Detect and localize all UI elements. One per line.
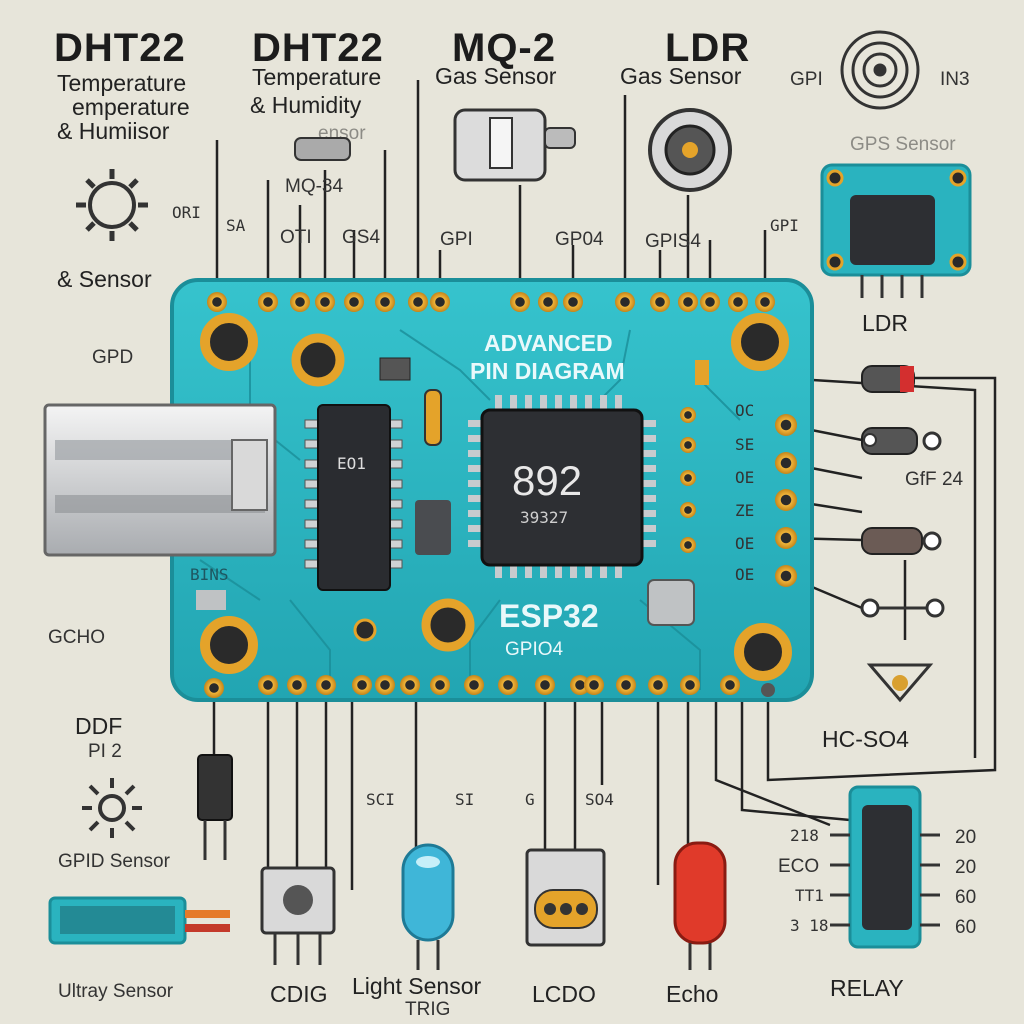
left-gcho-label: GCHO (48, 627, 105, 648)
header-subtitle-line-2b: & Humidity (250, 92, 362, 118)
board-right-pin-1: OC (735, 401, 755, 420)
esp32-sublabel: GPIO4 (505, 639, 564, 660)
ultray-sensor-label: Ultray Sensor (58, 981, 174, 1002)
header-subtitle-2: Temperature (252, 64, 382, 90)
top-pin-row (207, 292, 775, 312)
board-right-pin-4: ZE (735, 501, 755, 520)
hc-so4-label: HC-SO4 (822, 726, 909, 752)
left-gpid-sensor-label: GPID Sensor (58, 851, 170, 872)
bottom-pin-row (204, 675, 775, 698)
pin-label-gpi-b: GPI (770, 216, 799, 235)
left-pi2-label: PI 2 (88, 741, 122, 762)
board-gpio-label-1: GP04 (555, 229, 604, 250)
top-right-gpi: GPI (790, 69, 823, 90)
ldr-sensor-graphic (648, 108, 732, 192)
relay-left-pin-2: ECO (778, 856, 820, 877)
left-chip-label: EO1 (337, 454, 366, 473)
esp32-label: ESP32 (499, 598, 599, 634)
board-right-pads (680, 407, 797, 587)
main-chip (468, 395, 656, 578)
mounting-holes (200, 313, 792, 681)
bottom-pin-g: G (525, 790, 535, 809)
small-board-components (196, 357, 709, 642)
caption-cdig: CDIG (270, 981, 328, 1007)
header-subtitle-line-3a: & Humiisor (57, 118, 170, 144)
relay-module-graphic (830, 785, 940, 949)
header-subtitle-line-2a: emperature (72, 94, 190, 120)
top-right-in3: IN3 (940, 69, 970, 90)
bottom-components (48, 754, 727, 970)
caption-relay: RELAY (830, 975, 904, 1001)
pin-label-ori: ORI (172, 203, 201, 222)
ldr-module-label: LDR (862, 310, 909, 336)
left-dip-chip (304, 404, 403, 591)
relay-right-pin-1: 20 (955, 827, 977, 848)
relay-left-pin-3: TT1 (795, 886, 824, 905)
spiral-sensor-icon (840, 30, 920, 110)
relay-right-pin-2: 20 (955, 857, 977, 878)
top-right-faint-label: GPS Sensor (850, 134, 956, 155)
header-subtitle-line-3b: ensor (318, 123, 366, 144)
left-gpd-label: GPD (92, 347, 134, 368)
right-components (860, 365, 945, 703)
board-bins-label: BINS (190, 565, 229, 584)
usb-connector (43, 403, 277, 557)
relay-left-pin-1: 218 (790, 826, 819, 845)
left-ddf-label: DDF (75, 713, 123, 739)
mq2-sensor-graphic (294, 108, 576, 182)
board-title-pin-diagram: PIN DIAGRAM (470, 358, 625, 384)
header-subtitle-3: Gas Sensor (435, 63, 557, 89)
right-glo-label: GfF 24 (905, 469, 964, 490)
header-subtitle-1: Temperature (57, 70, 187, 96)
board-right-pin-3: OE (735, 468, 755, 487)
caption-trig: TRIG (405, 999, 451, 1020)
header-subtitle-4: Gas Sensor (620, 63, 742, 89)
ldr-module-graphic (820, 163, 972, 298)
bottom-wires (212, 376, 997, 890)
pin-label-oti: OTI (280, 227, 312, 248)
header-title-2: DHT22 (252, 26, 384, 70)
header-title-1: DHT22 (54, 26, 186, 70)
bottom-pin-si: SI (455, 790, 475, 809)
pin-label-gpi-a: GPI (440, 229, 473, 250)
board-right-pin-6: OE (735, 565, 755, 584)
board-gpio-label-2: GPIS4 (645, 231, 701, 252)
header-title-3: MQ-2 (452, 26, 556, 70)
bottom-pin-sci: SCI (366, 790, 395, 809)
left-sensor-caption: & Sensor (57, 266, 152, 292)
caption-echo: Echo (666, 981, 719, 1007)
dht22-sensor-graphic (76, 169, 148, 241)
pin-label-gs4: GS4 (342, 227, 381, 248)
main-chip-sublabel: 39327 (520, 508, 569, 527)
header-title-4: LDR (665, 26, 751, 70)
caption-light-sensor: Light Sensor (352, 973, 482, 999)
caption-lcdo: LCDO (532, 981, 596, 1007)
board-right-pin-5: OE (735, 534, 755, 553)
bottom-pin-so4: SO4 (585, 790, 614, 809)
pin-label-sa: SA (226, 216, 246, 235)
main-chip-label: 892 (512, 457, 583, 504)
relay-right-pin-4: 60 (955, 917, 977, 938)
mq34-label: MQ-34 (285, 176, 344, 197)
board-title-advanced: ADVANCED (484, 330, 613, 356)
board-right-pin-2: SE (735, 435, 755, 454)
relay-left-pin-4: 3 18 (790, 916, 829, 935)
relay-right-pin-3: 60 (955, 887, 977, 908)
